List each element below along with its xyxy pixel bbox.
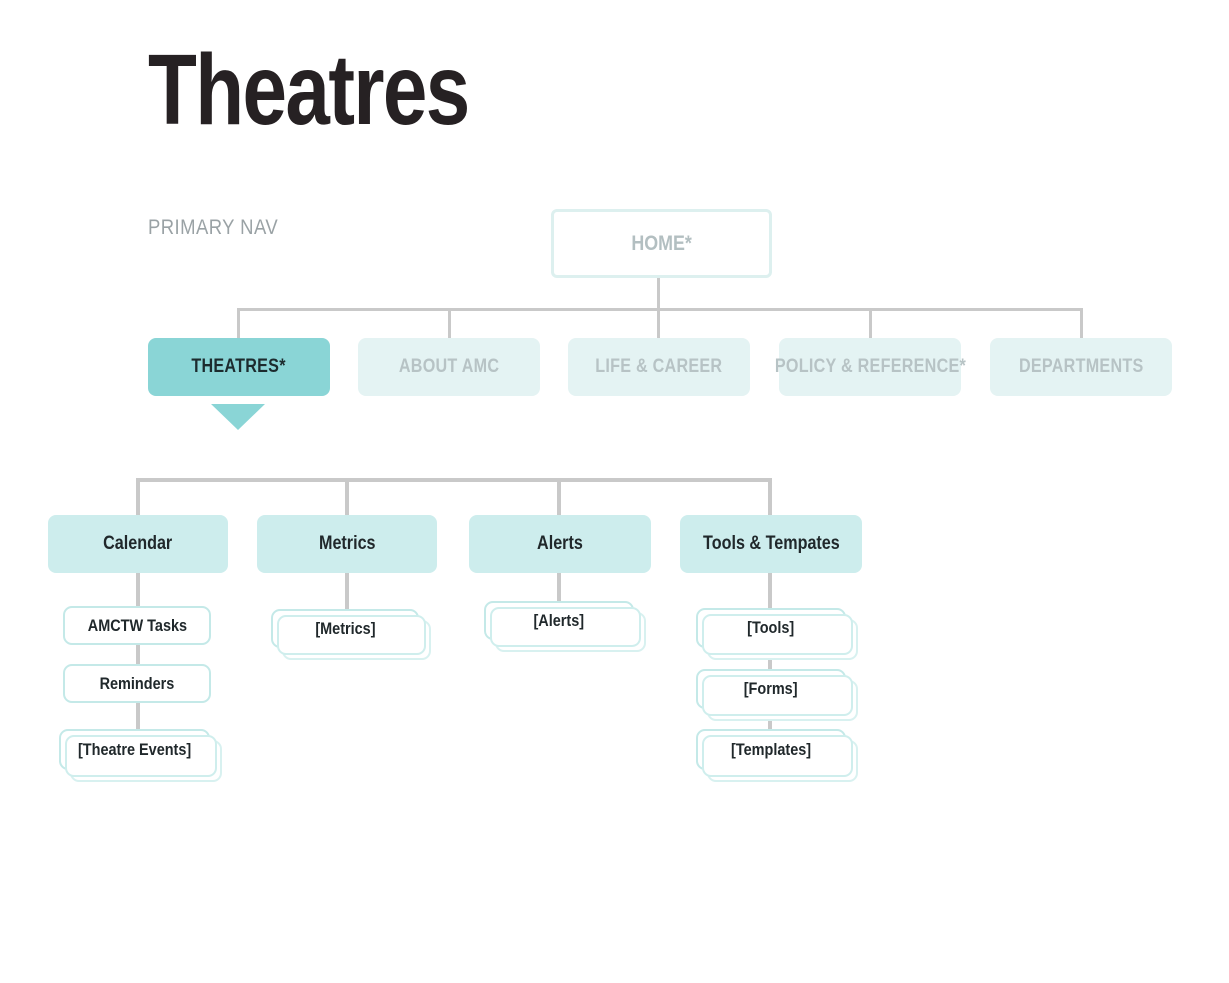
subnav-node-tools-tempates[interactable]: Tools & Tempates [680, 515, 862, 573]
connector-drop-metrics [345, 478, 349, 516]
connector-drop-policy [869, 308, 872, 338]
nav-node-policy-reference[interactable]: POLICY & REFERENCE* [774, 338, 965, 396]
connector-drop-theatres [237, 308, 240, 338]
active-pointer-triangle [211, 404, 265, 430]
page-node-alerts[interactable]: [Alerts] [484, 601, 634, 640]
connector-subnav-horizontal [136, 478, 772, 482]
nav-node-life-career[interactable]: LIFE & CAREER [568, 338, 750, 396]
connector-tools-child1 [768, 573, 772, 609]
page-node-templates[interactable]: [Templates] [696, 729, 846, 770]
page-title: Theatres [148, 40, 549, 140]
page-node-forms[interactable]: [Forms] [696, 669, 846, 709]
connector-calendar-child1 [136, 573, 140, 607]
connector-alerts-child1 [557, 573, 561, 602]
nav-node-departments[interactable]: DEPARTMENTS [990, 338, 1172, 396]
subnav-node-calendar[interactable]: Calendar [48, 515, 228, 573]
primary-nav-section-label: PRIMARY NAV [148, 216, 279, 239]
subnav-node-metrics[interactable]: Metrics [257, 515, 437, 573]
connector-drop-departments [1080, 308, 1083, 338]
connector-drop-tools [768, 478, 772, 516]
connector-calendar-child3 [136, 703, 140, 730]
connector-drop-calendar [136, 478, 140, 516]
connector-drop-about-amc [448, 308, 451, 338]
page-node-amctw-tasks[interactable]: AMCTW Tasks [63, 606, 211, 645]
page-node-reminders[interactable]: Reminders [63, 664, 211, 703]
connector-drop-life-career [657, 308, 660, 338]
page-node-theatre-events[interactable]: [Theatre Events] [59, 729, 210, 770]
nav-node-home[interactable]: HOME* [551, 209, 772, 278]
connector-metrics-child1 [345, 573, 349, 610]
nav-node-about-amc[interactable]: ABOUT AMC [358, 338, 540, 396]
connector-drop-alerts [557, 478, 561, 516]
page-node-metrics[interactable]: [Metrics] [271, 609, 419, 648]
connector-calendar-child2 [136, 645, 140, 665]
connector-nav-horizontal [238, 308, 1083, 311]
connector-home-stem [657, 272, 660, 309]
nav-node-theatres[interactable]: THEATRES* [148, 338, 330, 396]
page-title-text: Theatres [148, 34, 470, 146]
subnav-node-alerts[interactable]: Alerts [469, 515, 651, 573]
page-node-tools[interactable]: [Tools] [696, 608, 846, 648]
